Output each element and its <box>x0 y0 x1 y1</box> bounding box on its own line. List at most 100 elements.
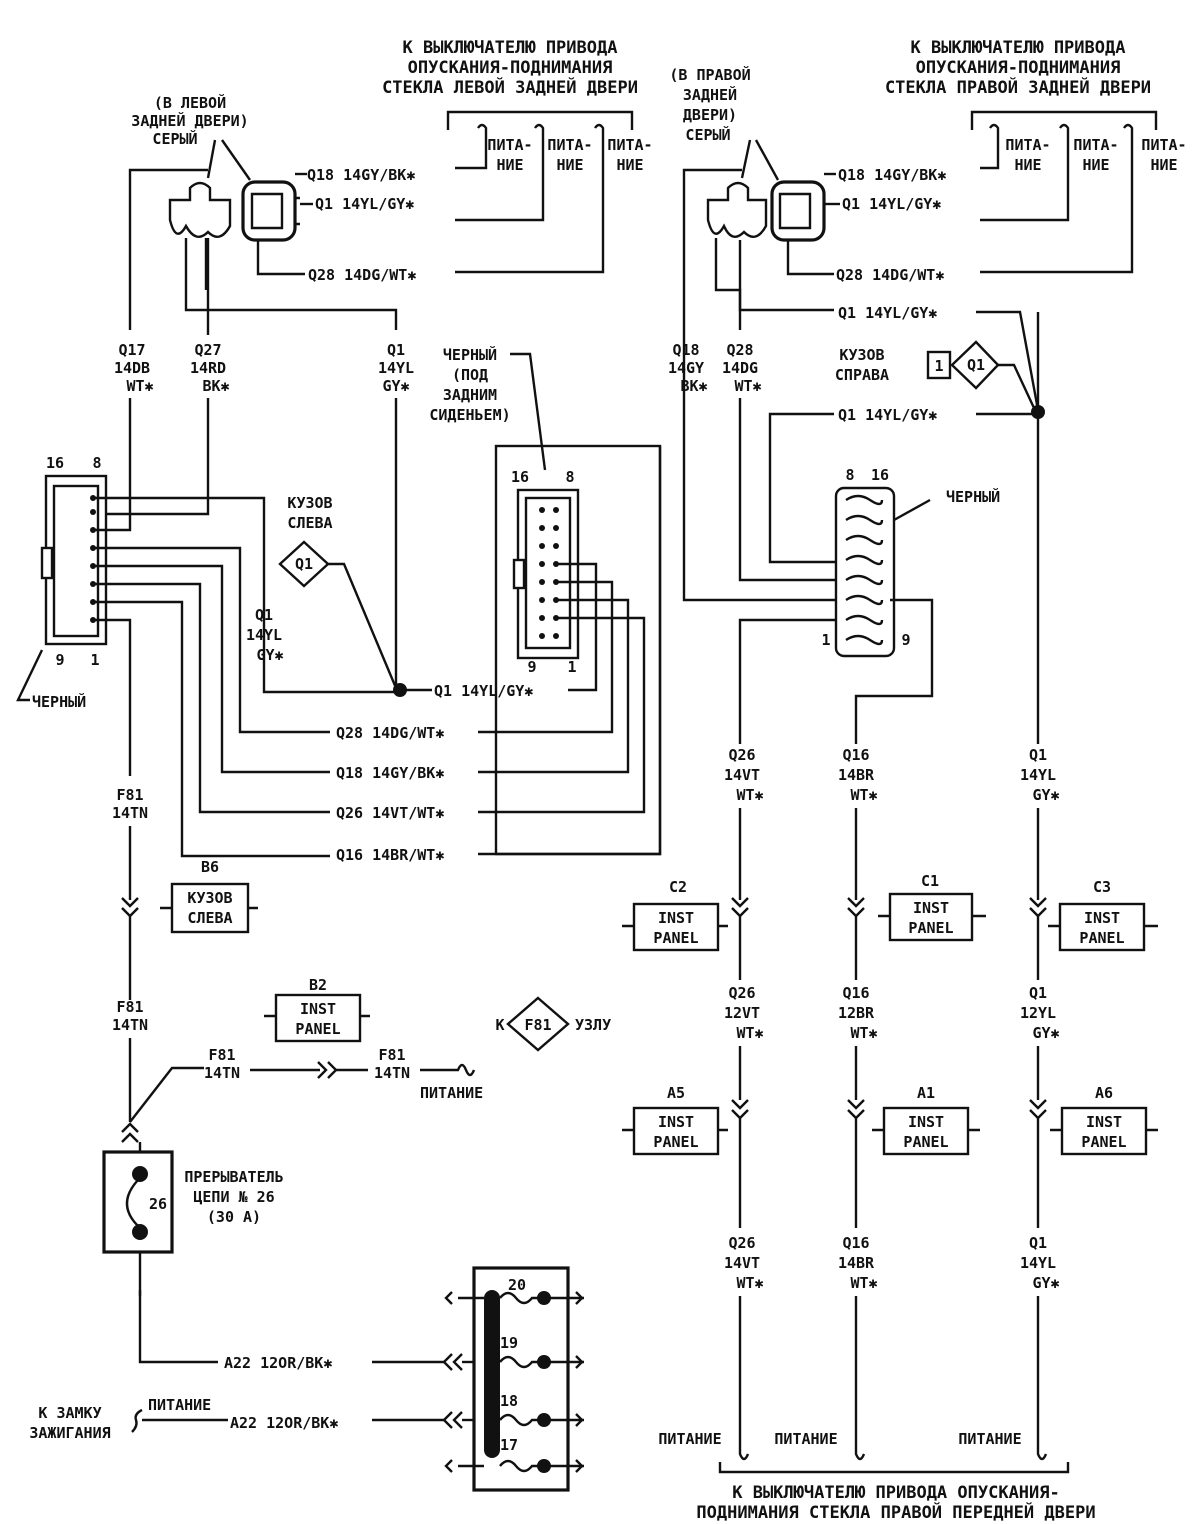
body-left-ground-q1: Q1 <box>295 555 313 573</box>
rear-right-door-label-3: ДВЕРИ) <box>683 106 737 124</box>
wire-q1-right-upper: Q1 14YL/GY✱ <box>838 304 937 322</box>
pitanie-r1a: ПИТА- <box>1005 136 1050 154</box>
splice-b6-line1: КУЗОВ <box>187 889 232 907</box>
splice-c3-code: C3 <box>1093 878 1111 896</box>
bottom-dest-2: ПОДНИМАНИЯ СТЕКЛА ПРАВОЙ ПЕРЕДНЕЙ ДВЕРИ <box>696 1501 1095 1523</box>
wire-q16-left-bottom: Q16 14BR/WT✱ <box>336 846 444 864</box>
bottom-pitanie-2: ПИТАНИЕ <box>774 1430 837 1448</box>
q26-14-3: WT✱ <box>736 786 763 804</box>
splice-a6-inst: INST <box>1086 1113 1122 1131</box>
q16-14b-1: Q16 <box>842 1234 869 1252</box>
body-left-ground-diamond <box>278 540 330 588</box>
breaker-number: 26 <box>149 1195 167 1213</box>
label-f81-b-1: F81 <box>116 998 143 1016</box>
pitanie-r3a: ПИТА- <box>1141 136 1186 154</box>
under-seat-label-4: СИДЕНЬЕМ) <box>429 406 510 424</box>
label-q27-1: Q27 <box>194 341 221 359</box>
splice-a1-code: A1 <box>917 1084 935 1102</box>
pitanie-l2b: НИЕ <box>556 156 583 174</box>
f81-node-code: F81 <box>524 1016 551 1034</box>
splice-b2-inst: INST <box>300 1000 336 1018</box>
bottom-pitanie-3: ПИТАНИЕ <box>958 1430 1021 1448</box>
wire-q28-top-left: Q28 14DG/WT✱ <box>308 266 416 284</box>
rear-left-door-label-2: ЗАДНЕЙ ДВЕРИ) <box>131 111 248 130</box>
label-f81-a-2: 14TN <box>112 804 148 822</box>
fuse-19-num: 19 <box>500 1334 518 1352</box>
q16-14b-2: 14BR <box>838 1254 875 1272</box>
fuse-bus-bar <box>484 1290 500 1458</box>
label-q1-left-1: Q1 <box>387 341 405 359</box>
front-right-switch-bracket <box>718 1462 1070 1474</box>
splice-c1-inst: INST <box>913 899 949 917</box>
splice-a6-box <box>1060 1106 1148 1156</box>
breaker-label-3: (30 А) <box>207 1208 261 1226</box>
under-seat-connector: 16 8 9 1 <box>511 468 580 676</box>
label-q1-body-left-3: GY✱ <box>256 646 283 664</box>
q26-12-2: 12VT <box>724 1004 760 1022</box>
rear-right-switch-group: К ВЫКЛЮЧАТЕЛЮ ПРИВОДА ОПУСКАНИЯ-ПОДНИМАН… <box>669 38 1186 284</box>
rear-left-switch-bracket <box>446 110 634 130</box>
fuse-17-num: 17 <box>500 1436 518 1454</box>
body-right-label-1: КУЗОВ <box>839 346 884 364</box>
pitanie-l3b: НИЕ <box>616 156 643 174</box>
rear-right-switch-title-3: СТЕКЛА ПРАВОЙ ЗАДНЕЙ ДВЕРИ <box>885 76 1151 98</box>
rear-right-switch-title-1: К ВЫКЛЮЧАТЕЛЮ ПРИВОДА <box>911 38 1126 58</box>
pitanie-r2b: НИЕ <box>1082 156 1109 174</box>
under-seat-pin16: 16 <box>511 468 529 486</box>
q26-14b-1: Q26 <box>728 1234 755 1252</box>
rear-right-door-label-1: (В ПРАВОЙ <box>669 65 750 84</box>
right-connector-16pin: 8 16 ЧЕРНЫЙ 1 9 <box>821 466 1000 658</box>
splice-a1-box <box>882 1106 970 1156</box>
label-q17-2: 14DB <box>114 359 150 377</box>
f81-node-diamond <box>506 996 570 1052</box>
rear-left-connector-open <box>168 181 232 238</box>
q26-14-1: Q26 <box>728 746 755 764</box>
bottom-pitanie-1: ПИТАНИЕ <box>658 1430 721 1448</box>
splice-a5-panel: PANEL <box>653 1133 698 1151</box>
q26-14-2: 14VT <box>724 766 760 784</box>
under-seat-pin1: 1 <box>567 658 576 676</box>
splice-a5-box <box>632 1106 720 1156</box>
f81-branch-pitanie: ПИТАНИЕ <box>420 1084 483 1102</box>
q1-14-1: Q1 <box>1029 746 1047 764</box>
fuse-19: 19 <box>499 1334 584 1369</box>
q26-14b-3: WT✱ <box>736 1274 763 1292</box>
splice-a5-inst: INST <box>658 1113 694 1131</box>
pitanie-l3a: ПИТА- <box>607 136 652 154</box>
rear-left-door-label-3: СЕРЫЙ <box>152 129 197 148</box>
splice-b6-line2: СЛЕВА <box>187 909 232 927</box>
splice-c2-inst: INST <box>658 909 694 927</box>
label-q28-right-2: 14DG <box>722 359 758 377</box>
wire-q28-top-right: Q28 14DG/WT✱ <box>836 266 944 284</box>
rear-right-switch-title-2: ОПУСКАНИЯ-ПОДНИМАНИЯ <box>916 58 1121 78</box>
splice-left-q1 <box>393 683 407 697</box>
splice-a6-code: A6 <box>1095 1084 1113 1102</box>
right-column-q16: Q16 14BR WT✱ C1 INST PANEL Q16 12BR WT✱ … <box>838 746 986 1461</box>
splice-c3-inst: INST <box>1084 909 1120 927</box>
q26-12-3: WT✱ <box>736 1024 763 1042</box>
q16-14-1: Q16 <box>842 746 869 764</box>
splice-c1-box <box>888 892 974 942</box>
label-q18-right-1: Q18 <box>672 341 699 359</box>
right-column-q26: Q26 14VT WT✱ C2 INST PANEL Q26 12VT WT✱ … <box>622 746 764 1461</box>
right-conn-pin16: 16 <box>871 466 889 484</box>
under-seat-label-3: ЗАДНИМ <box>443 386 497 404</box>
splice-c2-code: C2 <box>669 878 687 896</box>
q1-12-3: GY✱ <box>1032 1024 1059 1042</box>
fuse-18: 18 <box>499 1392 584 1427</box>
circuit-breaker-26 <box>102 1150 174 1254</box>
breaker-label-2: ЦЕПИ № 26 <box>193 1188 274 1206</box>
left-conn-color: ЧЕРНЫЙ <box>32 692 86 711</box>
wire-q18-left-bottom: Q18 14GY/BK✱ <box>336 764 444 782</box>
right-conn-color: ЧЕРНЫЙ <box>946 487 1000 506</box>
right-conn-pin8: 8 <box>845 466 854 484</box>
wire-q18-top-left: Q18 14GY/BK✱ <box>307 166 415 184</box>
under-seat-pin8: 8 <box>565 468 574 486</box>
rear-right-connector-closed <box>770 180 826 242</box>
ignition-label-2: ЗАЖИГАНИЯ <box>29 1424 110 1442</box>
right-conn-pin1: 1 <box>821 631 830 649</box>
label-f81-a-1: F81 <box>116 786 143 804</box>
label-q1-body-left-1: Q1 <box>255 606 273 624</box>
body-left-label-1: КУЗОВ <box>287 494 332 512</box>
